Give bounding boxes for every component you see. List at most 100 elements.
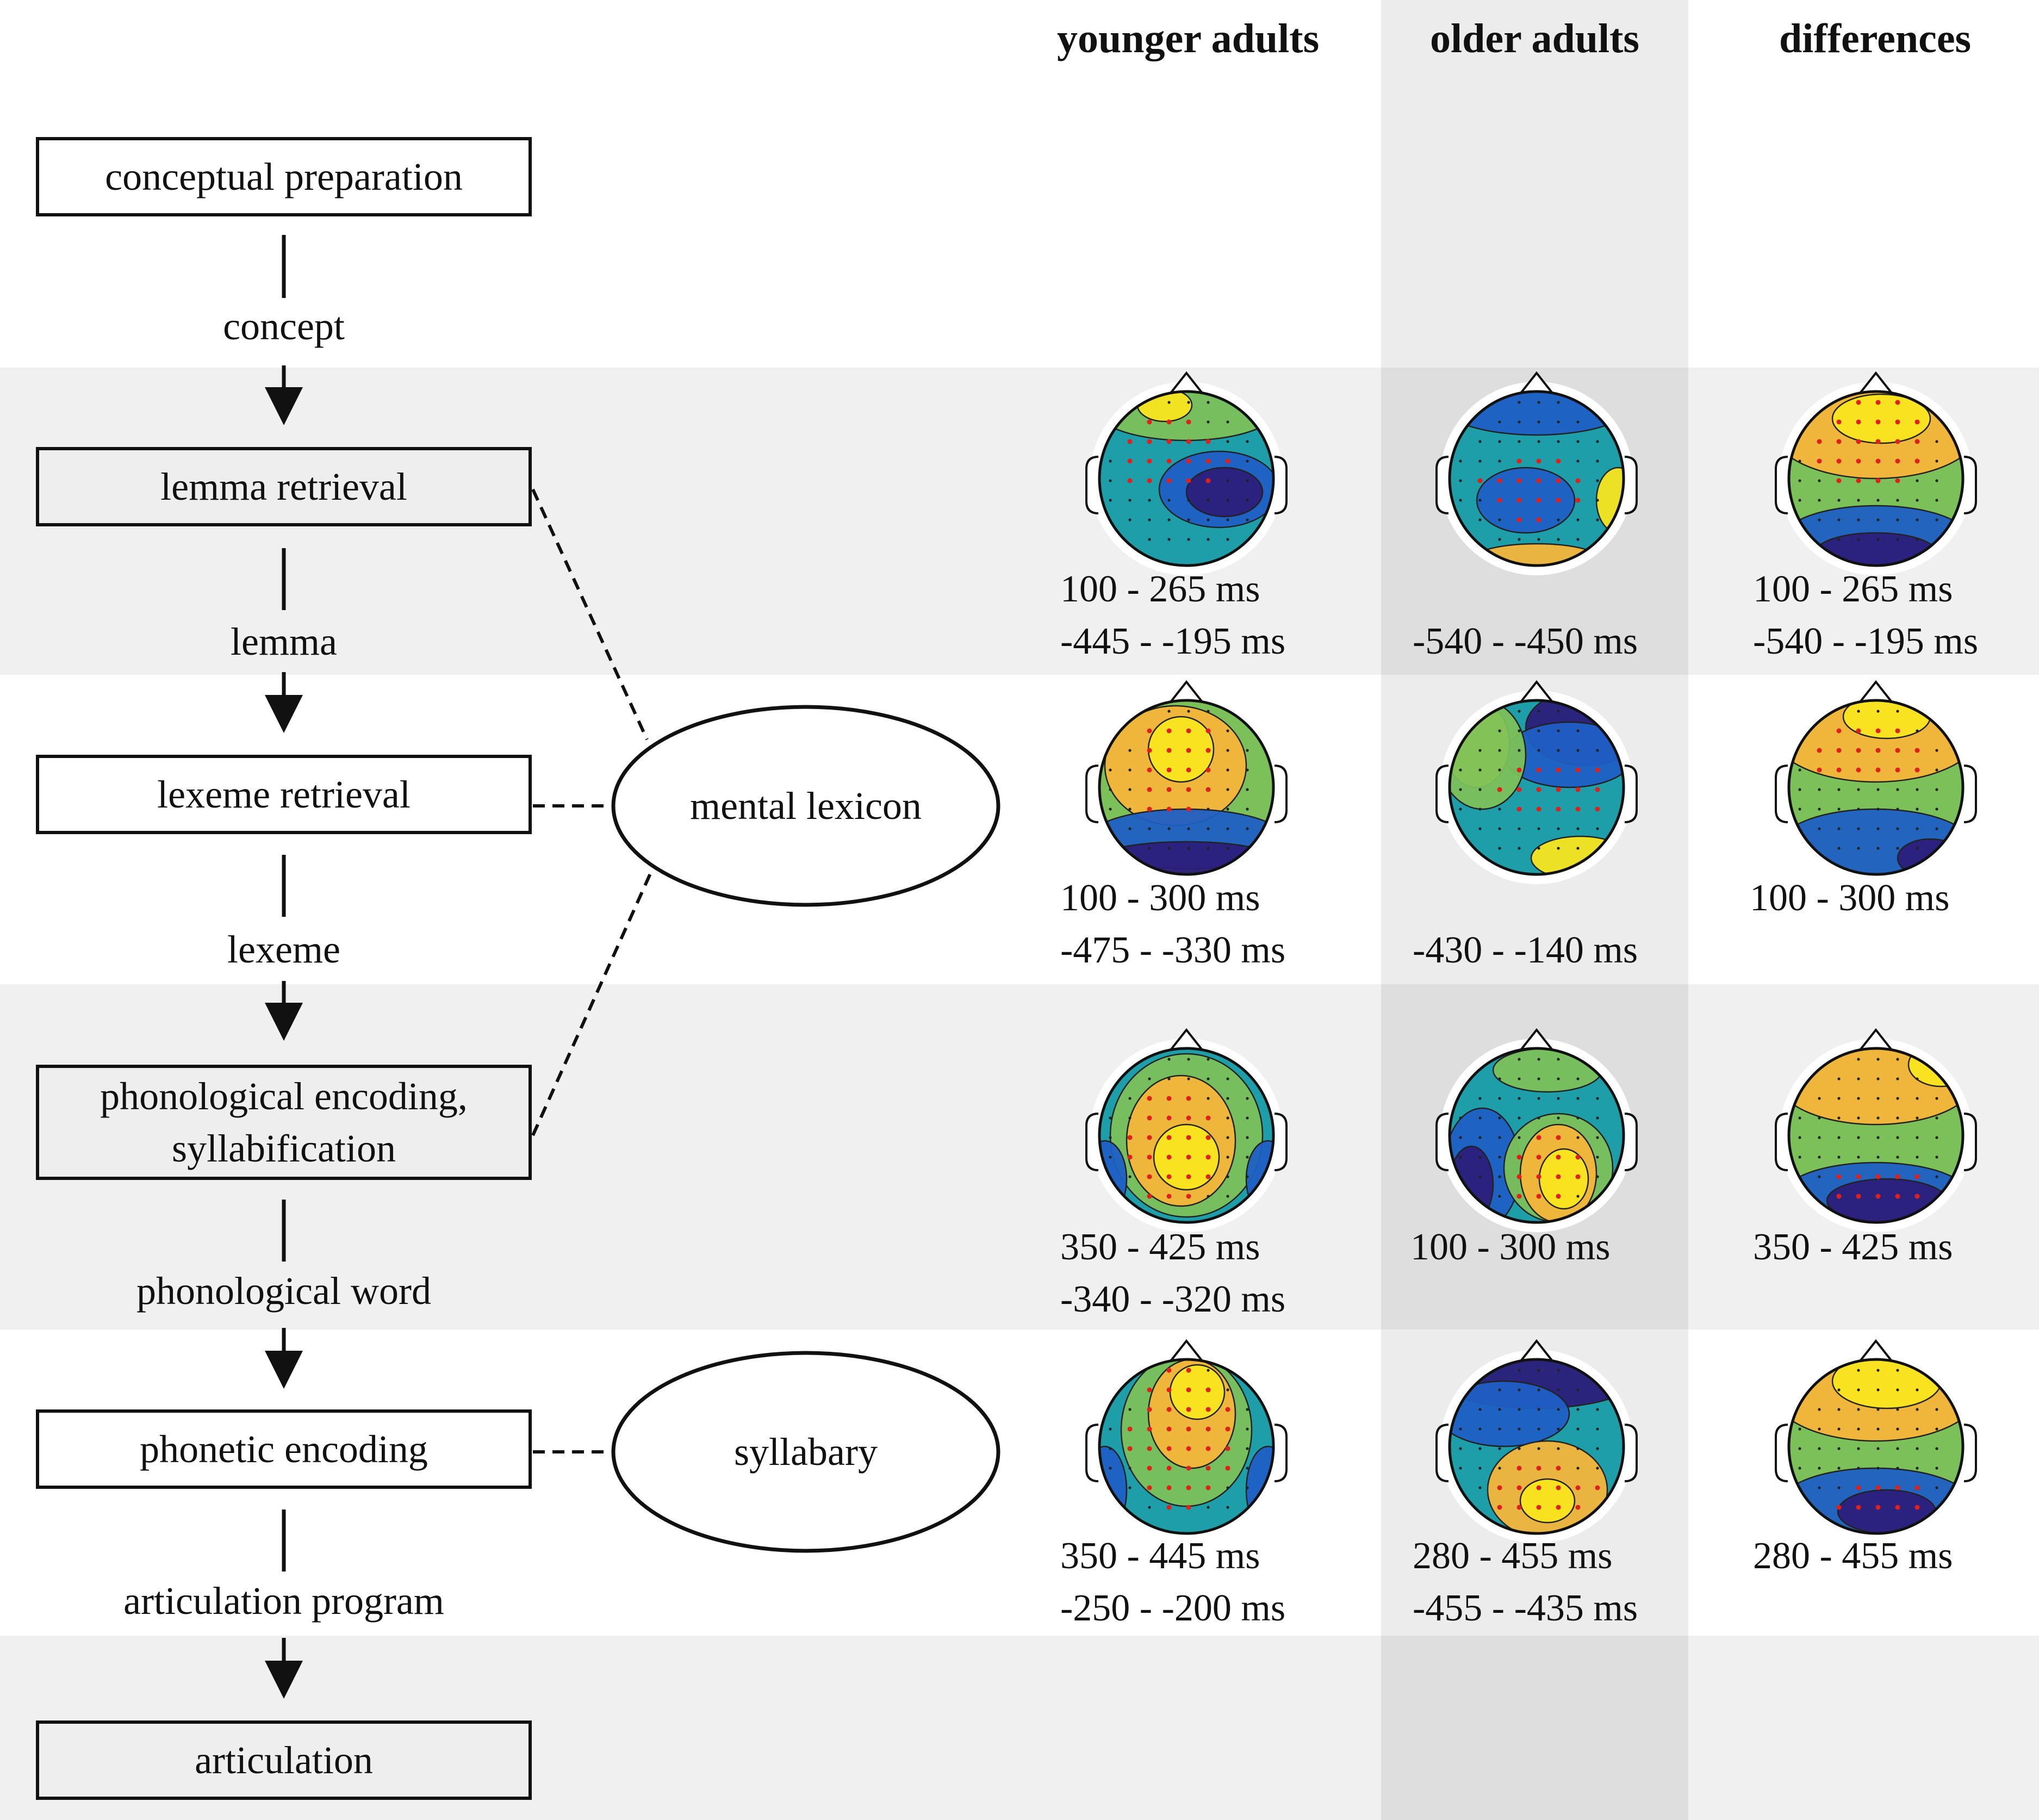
electrode — [1128, 1175, 1132, 1178]
electrode-significant — [1127, 478, 1133, 483]
electrode-significant — [1147, 806, 1152, 812]
electrode — [1109, 499, 1112, 502]
electrode — [1187, 1077, 1190, 1080]
electrode — [1498, 1467, 1501, 1470]
electrode — [1557, 1097, 1560, 1100]
electrode — [1837, 1116, 1841, 1120]
electrode-significant — [1856, 478, 1861, 483]
topomap-phonological-older — [1435, 1028, 1638, 1232]
electrode-significant — [1836, 1505, 1842, 1510]
electrode-significant — [1875, 478, 1881, 483]
stage-phonological-encoding: phonological encoding, syllabification — [36, 1065, 532, 1180]
electrode — [1837, 1447, 1841, 1450]
electrode — [1876, 807, 1880, 811]
electrode — [1596, 1467, 1599, 1470]
electrode — [1935, 1097, 1938, 1100]
electrode — [1935, 1486, 1938, 1489]
electrode — [1557, 1369, 1560, 1372]
electrode — [1537, 1058, 1540, 1061]
electrode-significant — [1556, 1194, 1561, 1199]
header-differences: differences — [1779, 16, 1972, 61]
electrode-significant — [1147, 1115, 1152, 1121]
electrode-significant — [1856, 419, 1861, 425]
electrode-significant — [1127, 1446, 1133, 1451]
electrode-significant — [1205, 1465, 1211, 1471]
electrode — [1837, 1077, 1841, 1080]
electrode-significant — [1856, 728, 1861, 734]
electrode — [1128, 1486, 1132, 1489]
electrode — [1837, 1156, 1841, 1159]
electrode — [1498, 1408, 1501, 1411]
electrode — [1498, 1388, 1501, 1392]
electrode — [1557, 749, 1560, 752]
electrode — [1207, 401, 1210, 404]
electrode — [1857, 518, 1860, 521]
ear-left — [1435, 456, 1449, 514]
electrode-significant — [1186, 419, 1191, 425]
header-older-adults: older adults — [1430, 16, 1640, 61]
electrode — [1798, 1427, 1801, 1431]
electrode — [1518, 1058, 1521, 1061]
electrode-significant — [1147, 439, 1152, 444]
electrode-significant — [1575, 806, 1581, 812]
electrode — [1109, 1136, 1112, 1139]
electrode — [1876, 1369, 1880, 1372]
electrode — [1207, 499, 1210, 502]
electrode — [1818, 1097, 1821, 1100]
electrode — [1818, 807, 1821, 811]
electrode — [1916, 538, 1919, 541]
electrode — [1498, 749, 1501, 752]
electrode — [1518, 749, 1521, 752]
electrode — [1518, 1136, 1521, 1139]
electrode — [1876, 710, 1880, 713]
electrode — [1226, 420, 1229, 424]
electrode-significant — [1497, 1505, 1502, 1510]
ear-left — [1775, 1113, 1788, 1171]
electrode — [1207, 847, 1210, 850]
electrode-significant — [1536, 1485, 1541, 1490]
electrode — [1596, 1136, 1599, 1139]
electrode — [1518, 538, 1521, 541]
electrode — [1478, 1097, 1482, 1100]
electrode-significant — [1516, 1465, 1522, 1471]
electrode — [1557, 1408, 1560, 1411]
electrode — [1498, 1427, 1501, 1431]
electrode — [1498, 827, 1501, 830]
topomap-outline — [1787, 390, 1965, 567]
electrode-significant — [1186, 1194, 1191, 1199]
electrode-significant — [1875, 1194, 1881, 1199]
electrode-significant — [1516, 498, 1522, 503]
electrode — [1896, 1388, 1899, 1392]
electrode — [1167, 1077, 1171, 1080]
electrode — [1557, 401, 1560, 404]
electrode-significant — [1556, 1505, 1561, 1510]
electrode — [1896, 788, 1899, 791]
electrode — [1857, 1077, 1860, 1080]
electrode-significant — [1205, 439, 1211, 444]
electrode — [1226, 518, 1229, 521]
electrode-significant — [1895, 767, 1900, 773]
electrode — [1818, 1116, 1821, 1120]
electrode-significant — [1536, 458, 1541, 464]
ear-right — [1274, 456, 1288, 514]
electrode-significant — [1225, 458, 1230, 464]
electrode — [1876, 788, 1880, 791]
electrode — [1498, 1136, 1501, 1139]
electrode — [1876, 1077, 1880, 1080]
range-lemma-younger-2: -445 - -195 ms — [1060, 620, 1286, 662]
electrode-significant — [1147, 1426, 1152, 1432]
electrode — [1896, 1116, 1899, 1120]
electrode-significant — [1875, 439, 1881, 444]
electrode — [1459, 807, 1462, 811]
electrode — [1518, 710, 1521, 713]
nose-marker — [1858, 1028, 1893, 1052]
electrode — [1935, 1175, 1938, 1178]
topomap-lemma-differences — [1775, 371, 1977, 575]
electrode-significant — [1895, 1194, 1900, 1199]
range-phonetic-diff-1: 280 - 455 ms — [1753, 1535, 1953, 1577]
electrode — [1537, 1369, 1540, 1372]
electrode — [1518, 1116, 1521, 1120]
range-phonetic-younger-1: 350 - 445 ms — [1060, 1535, 1260, 1577]
electrode-significant — [1166, 1135, 1172, 1140]
electrode-significant — [1536, 517, 1541, 523]
